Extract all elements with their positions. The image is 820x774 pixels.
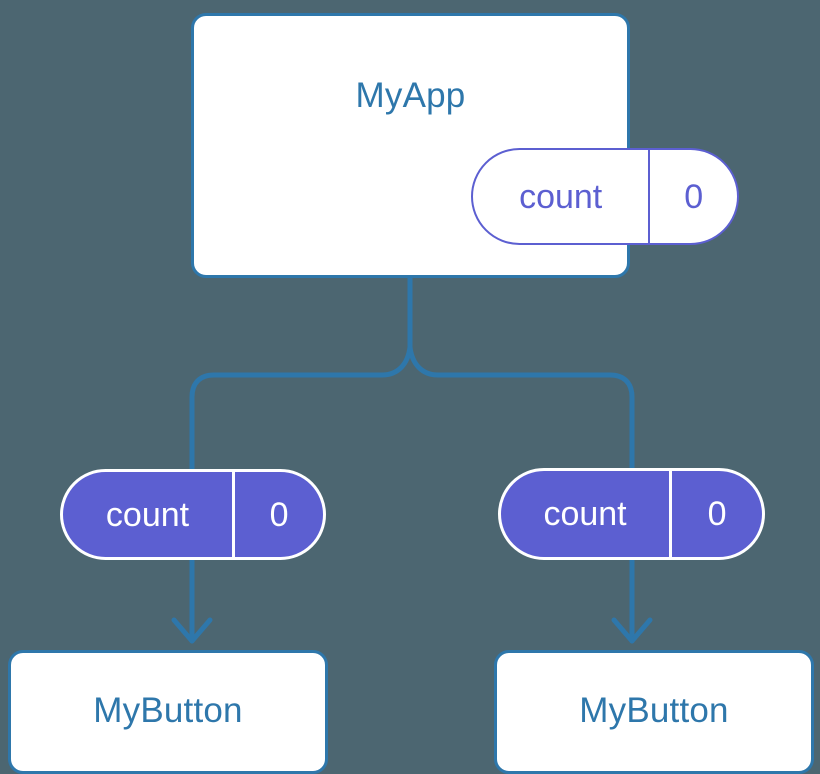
prop-pill-count-left[interactable]: count 0 xyxy=(60,469,326,560)
state-pill-value: 0 xyxy=(648,150,737,243)
component-title-mybutton-left: MyButton xyxy=(93,691,243,730)
prop-pill-count-right[interactable]: count 0 xyxy=(498,468,765,560)
state-pill-count[interactable]: count 0 xyxy=(471,148,739,245)
prop-to-child-arrow-right-head xyxy=(611,617,653,644)
branch-split-left xyxy=(189,344,413,473)
branch-split-right xyxy=(407,344,635,471)
prop-pill-value-left: 0 xyxy=(232,472,323,557)
component-card-mybutton-right[interactable]: MyButton xyxy=(494,650,814,774)
prop-pill-value-right: 0 xyxy=(669,471,762,557)
prop-to-child-arrow-left-head xyxy=(171,617,213,644)
component-card-myapp[interactable]: MyApp count 0 xyxy=(191,13,739,278)
component-card-mybutton-left[interactable]: MyButton xyxy=(8,650,328,774)
prop-pill-key-left: count xyxy=(105,495,190,534)
state-pill-key: count xyxy=(519,177,603,216)
prop-pill-key-right: count xyxy=(543,495,627,533)
component-title-myapp: MyApp xyxy=(355,76,466,115)
component-title-mybutton-right: MyButton xyxy=(579,691,729,730)
